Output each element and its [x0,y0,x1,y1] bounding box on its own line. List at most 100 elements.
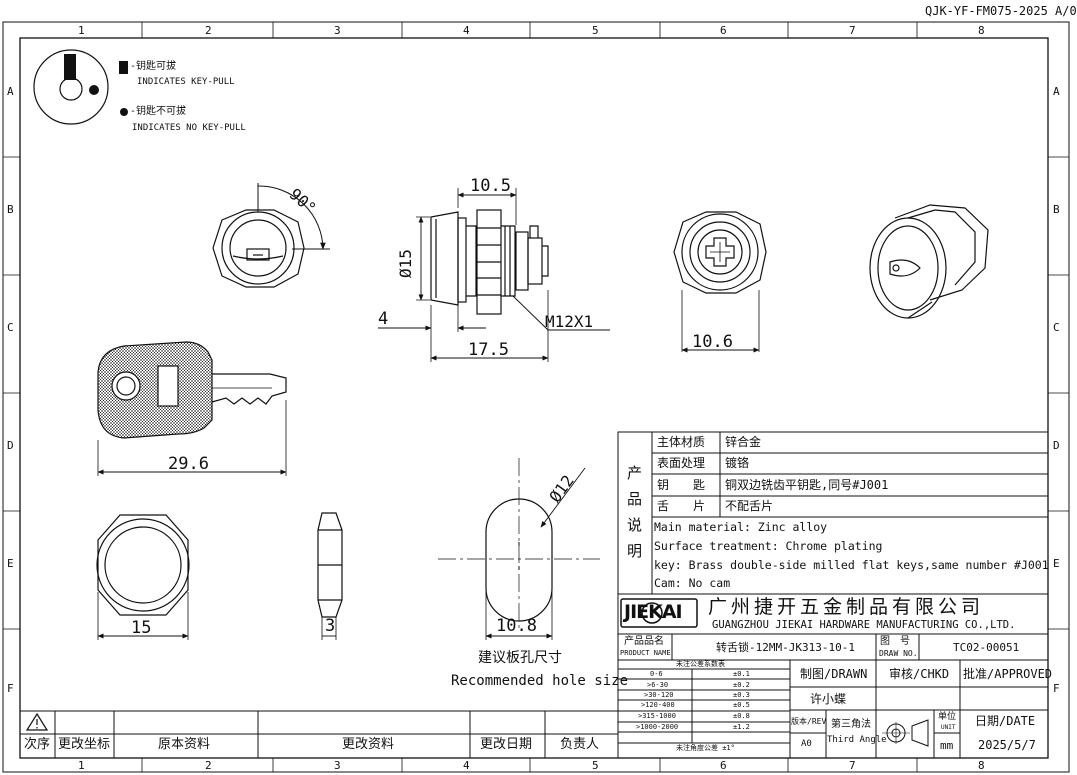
dim-17-5: 17.5 [468,340,509,360]
col-label-b2: 2 [205,759,212,772]
col-label-b8: 8 [978,759,985,772]
dim-thread: M12X1 [545,312,594,331]
row-label-f: F [7,682,14,695]
col-label-4: 4 [463,24,470,37]
product-name: 转舌锁-12MM-JK313-10-1 [716,641,855,654]
warning-icon [25,712,49,731]
row-label-c: C [7,321,14,334]
tol-value-6: ±1.2 [733,723,750,731]
key-pull-square [119,61,128,74]
rev-header-changed: 更改资料 [342,737,395,752]
drawn-by: 许小蝶 [810,692,847,706]
dim-10-6: 10.6 [692,332,733,352]
rev-header-coord: 更改坐标 [58,737,111,752]
spec-en-line-1: Main material: Zinc alloy [654,520,828,534]
legend-key-pull-en: INDICATES KEY-PULL [137,77,235,87]
dim-hole-flat: 10.8 [496,616,537,636]
rev-header-seq: 次序 [24,737,51,752]
tol-range-5: >315-1000 [638,712,676,720]
dim-10-5: 10.5 [470,176,511,196]
side-view [378,188,610,362]
legend-no-key-pull-cn: -钥匙不可拔 [130,106,187,117]
spec-en-line-3: key: Brass double-side milled flat keys,… [654,558,1049,572]
row-label-rb: B [1053,203,1060,216]
product-name-label-cn: 产品品名 [624,636,664,647]
draw-no: TC02-00051 [953,641,1020,654]
row-label-d: D [7,439,14,452]
spec-en-line-2: Surface treatment: Chrome plating [654,539,883,553]
rev-header-owner: 负责人 [560,737,600,752]
spec-section-label-4: 明 [627,542,643,560]
col-label-8: 8 [978,24,985,37]
hole-drawing [438,458,600,640]
spec-label-material: 主体材质 [657,435,706,449]
col-label-5: 5 [592,24,599,37]
spec-section-label-2: 品 [627,490,643,508]
row-label-a: A [7,85,14,98]
rev-header-date: 更改日期 [480,737,533,752]
spec-value-material: 锌合金 [725,435,762,449]
drawn-label: 制图/DRAWN [800,667,868,681]
col-label-6: 6 [720,24,727,37]
row-label-rc: C [1053,321,1060,334]
rev-value: A0 [801,739,812,749]
col-label-b1: 1 [78,759,85,772]
company-name-en: GUANGZHOU JIEKAI HARDWARE MANUFACTURING … [712,619,1016,631]
row-label-rf: F [1053,682,1060,695]
spec-value-surface: 镀铬 [725,456,750,470]
rev-label: 版本/REV [791,717,827,726]
dim-4: 4 [378,309,389,329]
unit-label-cn: 单位 [938,712,957,722]
tol-range-3: >30-120 [644,691,674,699]
spec-label-cam: 舌 片 [657,499,706,513]
tol-range-6: >1000-2000 [636,723,679,731]
spec-section-label-3: 说 [627,516,643,534]
col-label-3: 3 [334,24,341,37]
spec-label-key: 钥 匙 [657,478,706,492]
product-name-label-en: PRODUCT NAME [620,649,671,657]
legend-no-key-pull-en: INDICATES NO KEY-PULL [132,123,246,133]
draw-no-label-cn: 图 号 [880,636,910,647]
hole-title-en: Recommended hole size [451,673,629,689]
spec-value-cam: 不配舌片 [725,499,774,513]
row-label-e: E [7,557,14,570]
col-label-7: 7 [849,24,856,37]
isometric-view [869,204,989,319]
title-block-lines [617,593,1049,759]
col-label-2: 2 [205,24,212,37]
row-label-ra: A [1053,85,1060,98]
tol-value-2: ±0.2 [733,681,750,689]
tol-range-1: 0-6 [650,670,663,678]
projection-cn: 第三角法 [831,719,871,730]
tol-value-5: ±0.8 [733,712,750,720]
projection-en: Third Angle [827,735,887,745]
date-label: 日期/DATE [975,714,1036,728]
tol-range-4: >120-400 [641,701,675,709]
doc-code: QJK-YF-FM075-2025 A/0 [925,4,1077,18]
col-label-b6: 6 [720,759,727,772]
col-label-b3: 3 [334,759,341,772]
date-value: 2025/5/7 [978,738,1036,752]
logo-frame [620,598,698,628]
company-name-cn: 广州捷开五金制品有限公司 [708,596,985,618]
sheet-frame [2,21,1070,773]
key-pull-symbol [33,49,109,125]
revision-table-lines [20,710,618,758]
rev-header-original: 原本资料 [158,737,211,752]
row-label-rd: D [1053,439,1060,452]
tol-range-2: >6-30 [647,681,669,689]
col-label-1: 1 [78,24,85,37]
draw-no-label-en: DRAW NO. [879,649,918,658]
company-logo: JIEKAI [624,601,683,623]
spec-en-line-4: Cam: No cam [654,576,731,590]
dim-hex-15: 15 [131,618,152,638]
approved-label: 批准/APPROVED [963,667,1053,681]
tolerance-title: 未注公差系数表 [676,660,725,668]
angle-tolerance: 未注角度公差 ±1° [676,744,735,752]
spec-section-label-1: 产 [627,464,643,482]
third-angle-symbol [882,719,929,747]
dim-dia-15: Ø15 [396,249,415,278]
chkd-label: 审核/CHKD [889,667,950,681]
col-label-b4: 4 [463,759,470,772]
